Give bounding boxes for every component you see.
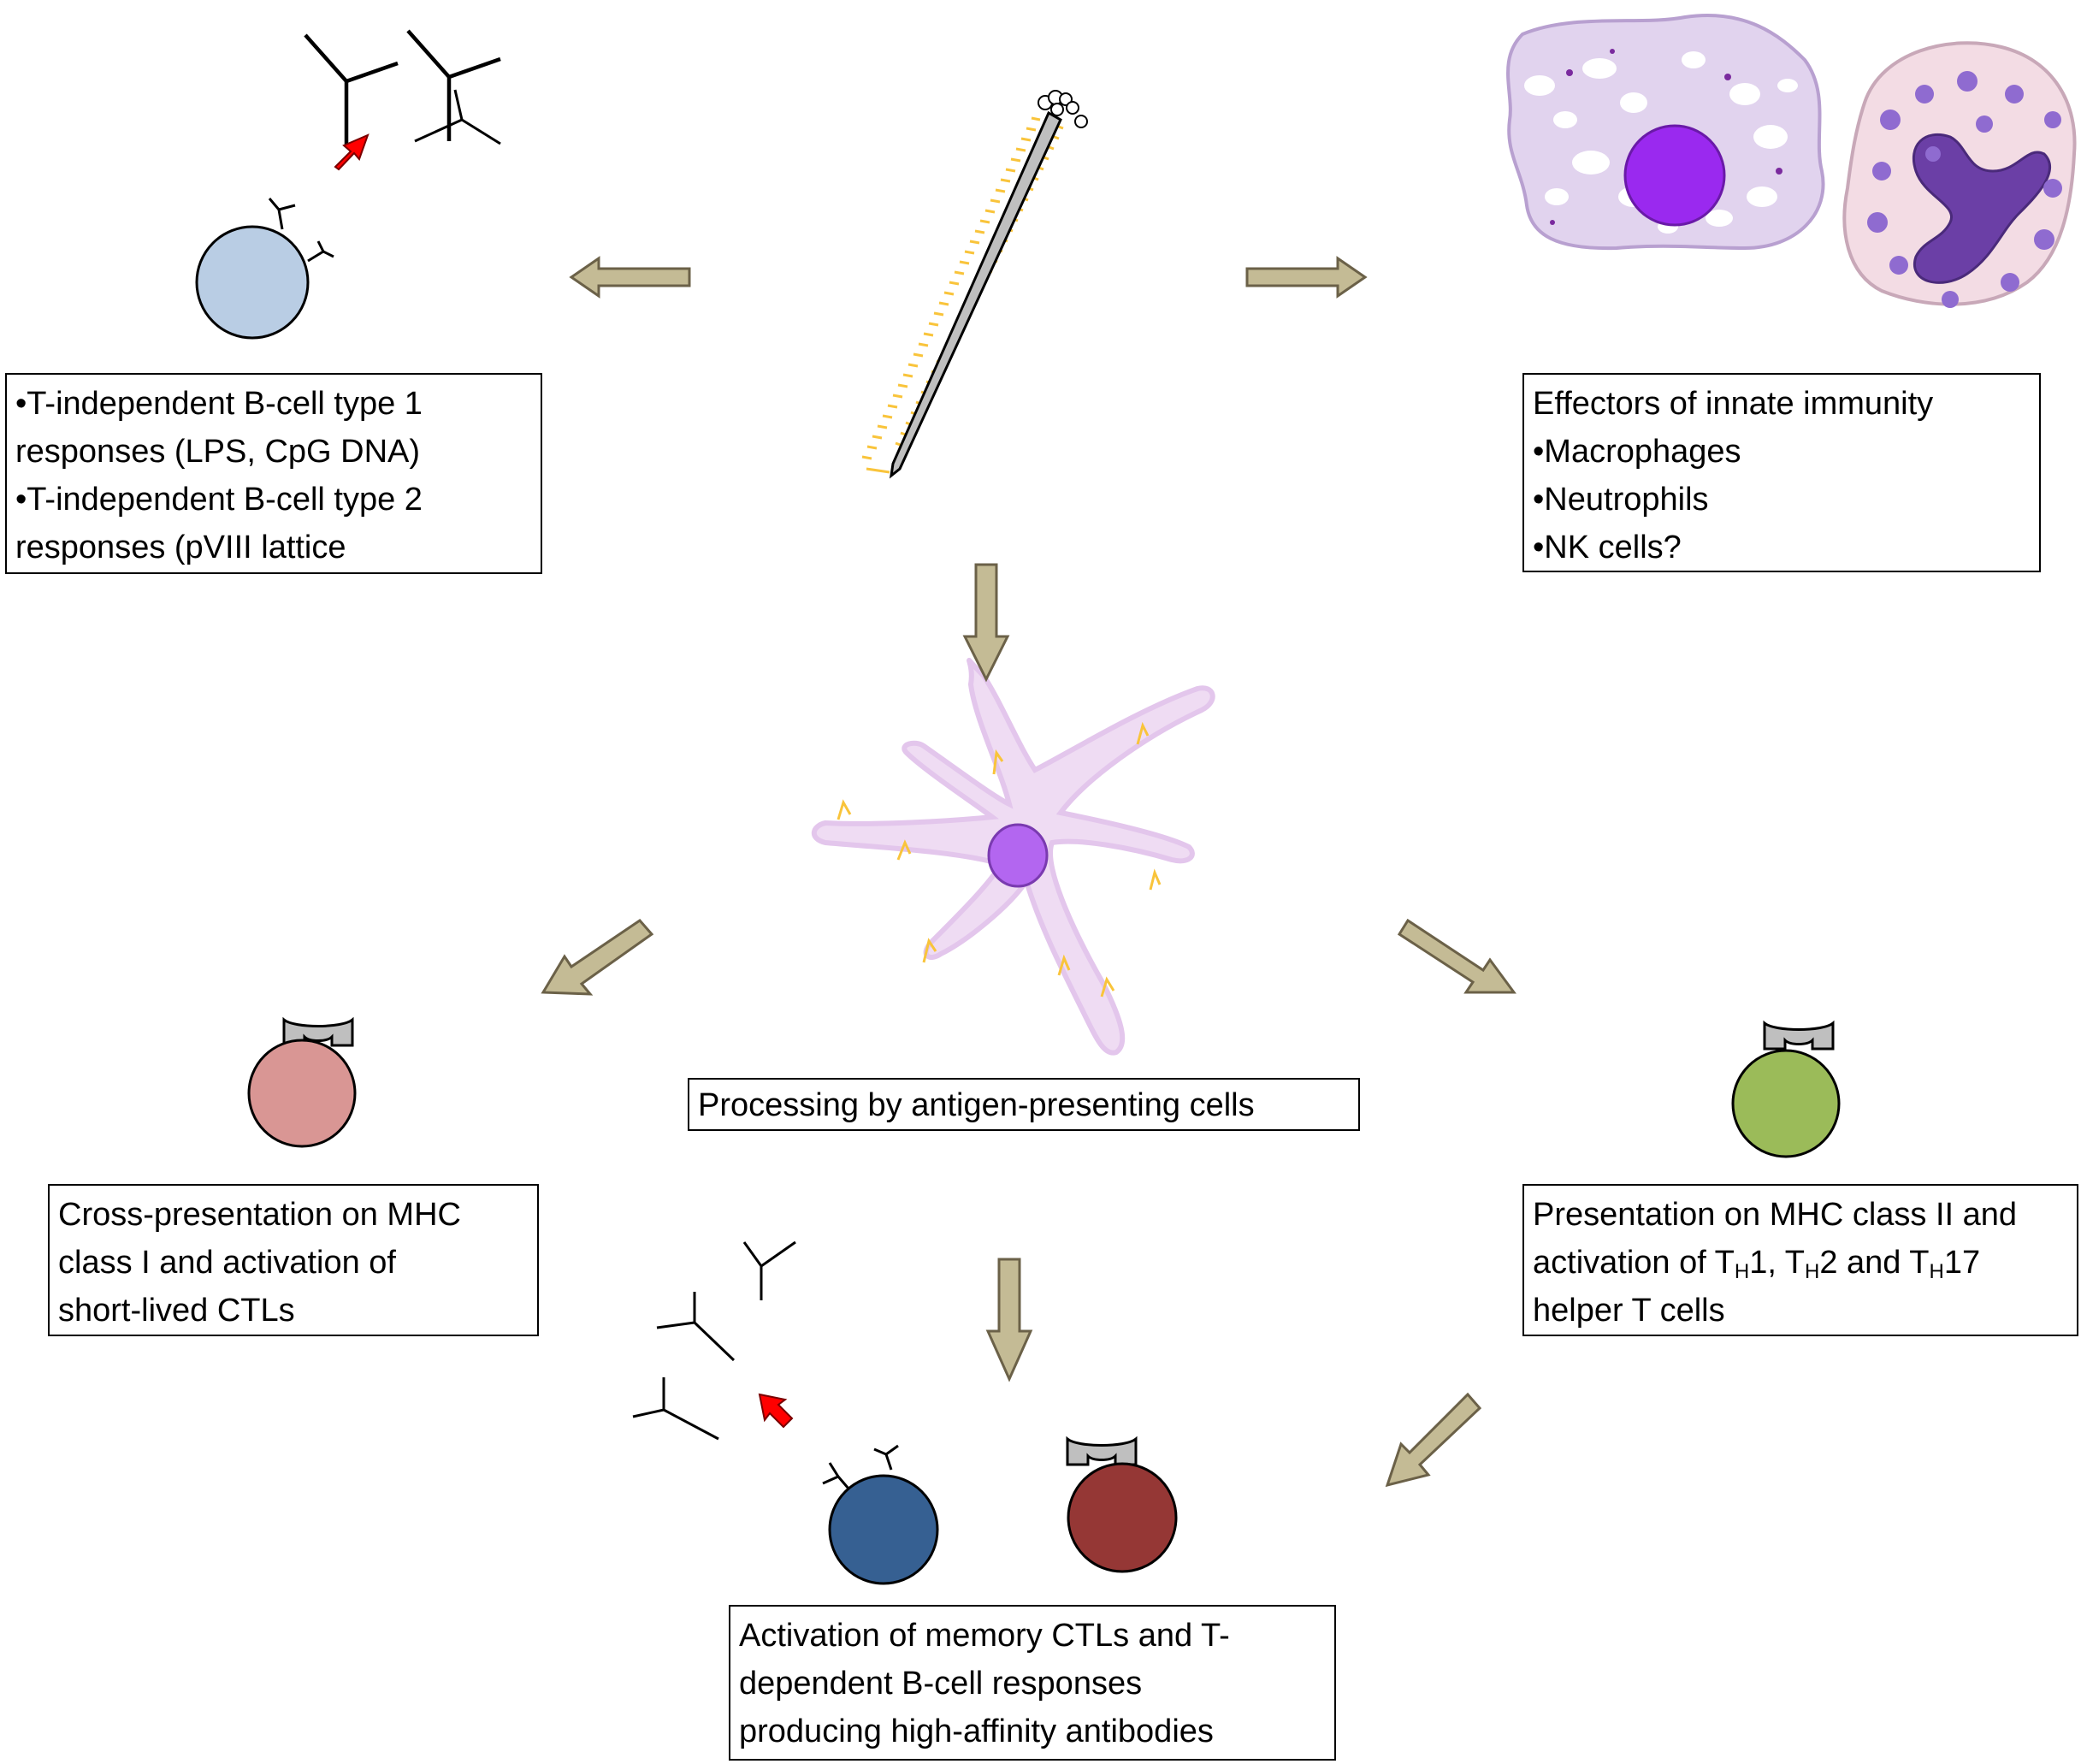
mhc2-text-d: 17 bbox=[1943, 1245, 1981, 1281]
innate-line-2: •Macrophages bbox=[1533, 434, 1741, 470]
b-cell-line-1: •T-independent B-cell type 1 bbox=[15, 386, 423, 422]
short-lived-ctl bbox=[247, 1016, 357, 1148]
cross-presentation-box: Cross-presentation on MHC class I and ac… bbox=[48, 1184, 539, 1336]
arrow-down-right-to-th bbox=[1397, 918, 1516, 994]
arrow-left bbox=[569, 256, 691, 299]
mhc2-line-1: Presentation on MHC class II and bbox=[1533, 1197, 2018, 1233]
arrow-right bbox=[1245, 256, 1368, 299]
innate-immunity-box: Effectors of innate immunity •Macrophage… bbox=[1522, 373, 2041, 572]
apc-processing-box: Processing by antigen-presenting cells bbox=[688, 1078, 1360, 1131]
t-cell-receptor-icon bbox=[1763, 1020, 1835, 1051]
red-arrow-icon bbox=[758, 1393, 794, 1429]
memory-activation-box: Activation of memory CTLs and T- depende… bbox=[729, 1605, 1336, 1761]
arrow-down-to-apc bbox=[962, 563, 1010, 683]
macrophage-icon bbox=[1506, 14, 1825, 251]
b-cell-receptor-icon bbox=[268, 198, 334, 263]
antibody-icon bbox=[632, 1240, 796, 1441]
filamentous-phage-icon bbox=[861, 90, 1088, 479]
th-subscript: H bbox=[1929, 1260, 1944, 1283]
b-cell bbox=[195, 225, 310, 340]
antibody-icon bbox=[305, 35, 398, 145]
b-cell-line-2: responses (LPS, CpG DNA) bbox=[15, 434, 421, 470]
mhc2-line-2: activation of TH1, TH2 and TH17 bbox=[1533, 1239, 2068, 1287]
memory-b-cell bbox=[828, 1474, 939, 1585]
t-independent-b-cell-box: •T-independent B-cell type 1 responses (… bbox=[5, 373, 542, 574]
t-cell-receptor-icon bbox=[1066, 1435, 1138, 1466]
cross-line-1: Cross-presentation on MHC bbox=[58, 1197, 461, 1233]
memory-line-1: Activation of memory CTLs and T- bbox=[739, 1618, 1230, 1654]
arrow-down-left-to-ctl bbox=[541, 919, 654, 996]
mhc2-line-3: helper T cells bbox=[1533, 1293, 1725, 1329]
arrow-down-to-memory bbox=[985, 1258, 1033, 1382]
innate-line-3: •Neutrophils bbox=[1533, 482, 1709, 518]
th-subscript: H bbox=[1734, 1260, 1750, 1283]
mhc2-text-b: 1, T bbox=[1749, 1245, 1805, 1281]
cross-line-2: class I and activation of bbox=[58, 1245, 396, 1281]
dendritic-cell-icon bbox=[811, 657, 1215, 1056]
memory-line-3: producing high-affinity antibodies bbox=[739, 1714, 1214, 1749]
t-cell-receptor-icon bbox=[282, 1016, 354, 1047]
innate-line-4: •NK cells? bbox=[1533, 530, 1682, 565]
b-cell-line-4: responses (pVIII lattice bbox=[15, 530, 346, 565]
helper-t-cell bbox=[1731, 1020, 1841, 1158]
antibody-icon bbox=[414, 89, 501, 145]
b-cell-receptor-icon bbox=[822, 1444, 899, 1489]
innate-line-1: Effectors of innate immunity bbox=[1533, 386, 1934, 422]
b-cell-type1-group bbox=[195, 31, 501, 340]
red-arrow-icon bbox=[334, 133, 369, 171]
mhc2-text-a: activation of T bbox=[1533, 1245, 1735, 1281]
th-subscript: H bbox=[1805, 1260, 1820, 1283]
arrow-down-left-to-memory bbox=[1385, 1392, 1482, 1488]
cross-line-3: short-lived CTLs bbox=[58, 1293, 295, 1329]
b-cell-line-3: •T-independent B-cell type 2 bbox=[15, 482, 423, 518]
memory-line-2: dependent B-cell responses bbox=[739, 1666, 1143, 1702]
neutrophil-icon bbox=[1842, 41, 2077, 308]
memory-ctl bbox=[1066, 1435, 1178, 1573]
memory-b-cell-group bbox=[632, 1240, 939, 1585]
mhc2-text-c: 2 and T bbox=[1819, 1245, 1930, 1281]
apc-line-1: Processing by antigen-presenting cells bbox=[698, 1087, 1255, 1123]
mhc-class-ii-box: Presentation on MHC class II and activat… bbox=[1522, 1184, 2078, 1336]
